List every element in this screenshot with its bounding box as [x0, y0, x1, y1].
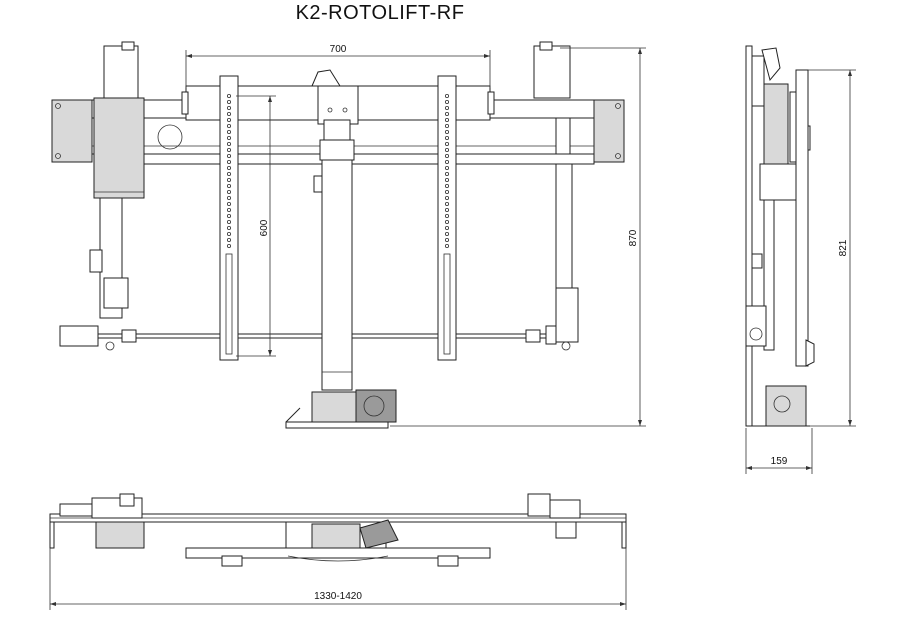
side-column	[763, 199, 775, 351]
pivot-hole	[157, 124, 183, 150]
adjust-hole	[226, 195, 231, 200]
adjust-hole	[444, 141, 449, 146]
adjust-hole	[226, 171, 231, 176]
motor-cap	[311, 69, 341, 87]
adjust-hole	[444, 183, 449, 188]
adjust-hole	[226, 183, 231, 188]
dim-width-range: 1330-1420	[49, 548, 627, 610]
adjust-hole	[226, 141, 231, 146]
dim-height-total: 870	[390, 47, 646, 427]
drawing-title: K2-ROTOLIFT-RF	[295, 2, 465, 24]
adjust-hole	[444, 94, 449, 99]
adjust-hole	[444, 213, 449, 218]
dim-height-side: 821	[808, 69, 856, 427]
adjust-hole	[444, 237, 449, 242]
dim-width-range-label: 1330-1420	[314, 591, 362, 602]
adjust-hole	[226, 106, 231, 111]
adjust-hole	[226, 129, 231, 134]
adjust-hole	[444, 124, 449, 129]
dim-travel: 600	[236, 95, 276, 357]
adjust-hole	[226, 135, 231, 140]
adjust-hole	[444, 201, 449, 206]
top-motor	[311, 523, 361, 549]
adjust-hole	[444, 153, 449, 158]
adjust-hole	[444, 219, 449, 224]
adjust-hole	[226, 153, 231, 158]
side-wall-profile	[745, 45, 753, 427]
right-column-holes	[444, 94, 449, 248]
right-vertical-tube	[555, 163, 573, 289]
front-view	[51, 41, 625, 429]
side-housing	[763, 83, 789, 165]
left-upper-bracket	[103, 45, 139, 99]
dim-width-top-label: 700	[330, 44, 347, 55]
left-column-holes	[226, 94, 231, 248]
side-slider	[795, 69, 809, 367]
dim-height-side-label: 821	[838, 239, 849, 256]
lower-rail	[139, 153, 595, 165]
top-view	[49, 493, 627, 567]
adjust-hole	[226, 112, 231, 117]
top-left-housing	[95, 521, 145, 549]
adjust-hole	[444, 106, 449, 111]
side-view	[745, 45, 815, 427]
adjust-hole	[226, 243, 231, 248]
adjust-hole	[226, 231, 231, 236]
adjust-hole	[444, 171, 449, 176]
adjust-hole	[226, 237, 231, 242]
adjust-hole	[226, 219, 231, 224]
adjust-hole	[444, 118, 449, 123]
adjust-hole	[444, 189, 449, 194]
adjust-hole	[444, 195, 449, 200]
adjust-hole	[226, 189, 231, 194]
adjust-hole	[444, 135, 449, 140]
adjust-hole	[226, 213, 231, 218]
adjust-hole	[226, 94, 231, 99]
left-housing	[93, 97, 145, 199]
adjust-hole	[226, 207, 231, 212]
adjust-hole	[444, 159, 449, 164]
adjust-hole	[444, 225, 449, 230]
adjust-hole	[226, 159, 231, 164]
left-wall-plate	[51, 99, 93, 163]
dim-travel-label: 600	[259, 219, 270, 236]
dim-depth: 159	[745, 428, 813, 474]
adjust-hole	[444, 177, 449, 182]
side-motor	[765, 385, 807, 427]
adjust-hole	[226, 100, 231, 105]
dim-height-total-label: 870	[628, 229, 639, 246]
drive-motor	[311, 391, 357, 423]
adjust-hole	[444, 147, 449, 152]
dim-depth-label: 159	[771, 456, 788, 467]
adjust-hole	[226, 118, 231, 123]
right-wall-plate	[593, 99, 625, 163]
adjust-hole	[226, 124, 231, 129]
adjust-hole	[226, 225, 231, 230]
top-carrier-beam-plan	[185, 547, 491, 559]
adjust-hole	[444, 112, 449, 117]
adjust-hole	[444, 129, 449, 134]
adjust-hole	[226, 147, 231, 152]
adjust-hole	[444, 165, 449, 170]
adjust-hole	[226, 201, 231, 206]
adjust-hole	[444, 207, 449, 212]
adjust-hole	[444, 243, 449, 248]
right-upper-bracket	[533, 45, 571, 99]
left-actuator	[59, 325, 99, 347]
adjust-hole	[226, 165, 231, 170]
base-plate	[285, 421, 389, 429]
adjust-hole	[444, 100, 449, 105]
adjust-hole	[226, 177, 231, 182]
adjust-hole	[444, 231, 449, 236]
central-column	[321, 159, 353, 391]
dim-width-top: 700	[185, 44, 491, 88]
